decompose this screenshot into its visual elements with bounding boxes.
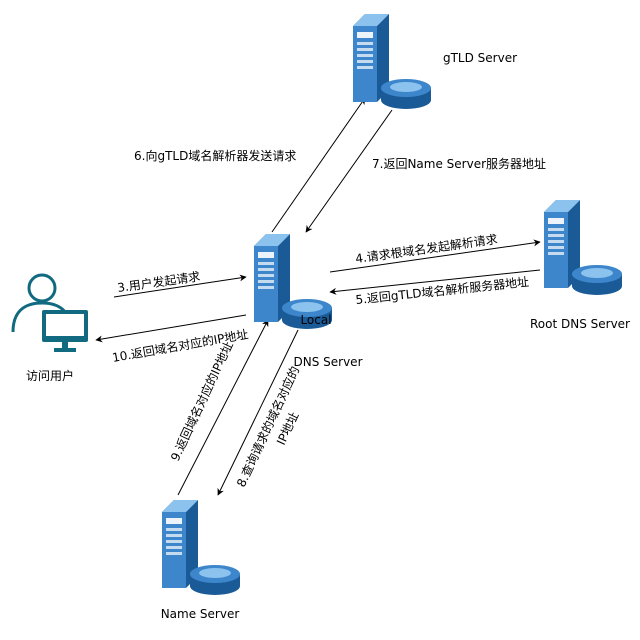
edge-label-4: 4.请求根域名发起解析请求: [354, 231, 498, 266]
root-dns-node: Root DNS Server: [530, 200, 630, 331]
server-database-icon: [353, 14, 431, 109]
local-dns-node: Local DNS Server: [254, 234, 363, 369]
gtld-label: gTLD Server: [443, 51, 517, 65]
name-server-label: Name Server: [161, 607, 240, 621]
user-computer-icon: [11, 273, 88, 352]
edge-label-5: 5.返回gTLD域名解析服务器地址: [355, 274, 530, 307]
edge-local-to-user: [95, 314, 247, 343]
edge-label-3: 3.用户发起请求: [116, 269, 201, 295]
edge-group: [95, 97, 541, 496]
name-server-node: Name Server: [161, 500, 240, 621]
gtld-node: gTLD Server: [353, 14, 517, 109]
edge-root-to-local: [329, 269, 541, 295]
edge-gtld-to-local: [305, 109, 393, 233]
edge-local-to-name: [217, 329, 299, 496]
user-label: 访问用户: [26, 368, 74, 383]
user-node: 访问用户: [11, 273, 88, 383]
edge-name-to-local: [177, 319, 269, 496]
edge-label-9: 9.返回域名对应的IP地址: [167, 339, 236, 463]
server-database-icon: [162, 500, 240, 595]
local-dns-label-line2: DNS Server: [294, 355, 363, 369]
edge-local-to-root: [329, 239, 541, 273]
edge-user-to-local: [113, 274, 247, 298]
edge-local-to-gtld: [271, 97, 366, 233]
local-dns-label-line1: Local: [300, 313, 331, 327]
edge-label-6: 6.向gTLD域名解析器发送请求: [134, 148, 296, 163]
edge-label-7: 7.返回Name Server服务器地址: [372, 156, 546, 171]
server-database-icon: [544, 200, 622, 295]
root-dns-label: Root DNS Server: [530, 317, 630, 331]
